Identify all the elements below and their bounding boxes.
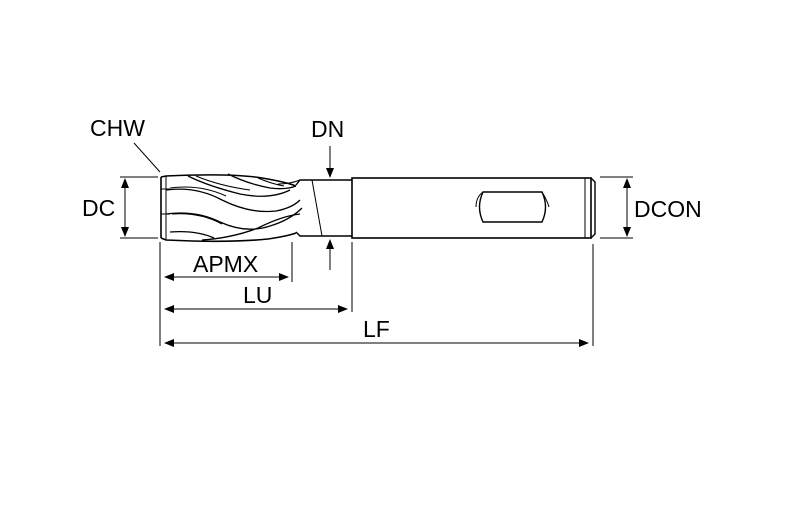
dimensions — [120, 142, 633, 347]
label-lf: LF — [363, 316, 390, 342]
label-dc: DC — [82, 195, 115, 221]
shank-flat — [475, 191, 550, 223]
chw-leader-line — [133, 142, 161, 173]
label-lu: LU — [243, 282, 272, 308]
flutes — [160, 173, 303, 243]
shank — [351, 177, 596, 239]
label-chw: CHW — [90, 115, 145, 141]
dimension-labels: CHW DN DC DCON APMX LU LF — [82, 115, 702, 342]
end-mill-tool — [160, 173, 596, 243]
label-dn: DN — [311, 116, 344, 142]
label-dcon: DCON — [634, 196, 702, 222]
label-apmx: APMX — [193, 251, 258, 277]
neck — [295, 179, 352, 237]
